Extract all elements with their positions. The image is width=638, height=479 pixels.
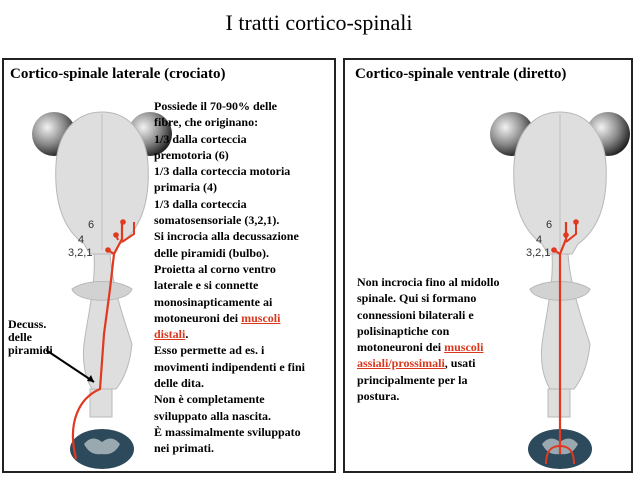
- description-line: 1/3 dalla corteccia motoria: [154, 164, 291, 179]
- lateral-label-motor: 4: [78, 234, 84, 246]
- ventral-premotor-fiber: [565, 222, 577, 243]
- ventral-label-motor: 4: [536, 234, 542, 246]
- description-line: polisinaptiche con: [357, 323, 450, 338]
- lateral-tract-panel: Cortico-spinale laterale (crociato) 6 4 …: [2, 58, 336, 473]
- decussation-arrow: [45, 349, 95, 383]
- lateral-brainstem: [83, 253, 133, 390]
- description-line: spinale. Qui si formano: [357, 291, 477, 306]
- description-line: motoneuroni dei muscoli: [154, 310, 281, 325]
- description-line: Esso permette ad es. i: [154, 343, 265, 358]
- lateral-tract-path: [71, 222, 124, 460]
- lateral-premotor-neuron: [120, 219, 126, 225]
- description-line: È massimalmente sviluppato: [154, 424, 301, 439]
- ventral-tract-heading: Cortico-spinale ventrale (diretto): [355, 66, 567, 82]
- description-line: laterale e si connette: [154, 278, 259, 293]
- ventral-label-premotor: 6: [546, 219, 552, 231]
- description-line: connessioni bilaterali e: [357, 307, 474, 322]
- description-line: assiali/prossimali, usati: [357, 356, 476, 371]
- highlighted-term: assiali/prossimali: [357, 356, 445, 371]
- description-line: Non incrocia fino al midollo: [357, 275, 500, 289]
- lateral-tract-description: Possiede il 70-90% delle fibre, che origi…: [154, 98, 336, 457]
- ventral-premotor-neuron: [573, 219, 579, 225]
- description-line: premotoria (6): [154, 147, 229, 162]
- lateral-label-premotor: 6: [88, 219, 94, 231]
- description-line: sviluppato alla nascita.: [154, 408, 272, 423]
- ventral-tract-panel: Cortico-spinale ventrale (diretto) 6 4 3…: [343, 58, 633, 473]
- description-line: 1/3 dalla corteccia: [154, 196, 247, 211]
- lateral-tract-diagram: 6 4 3,2,1: [32, 111, 172, 469]
- lateral-somatosensory-neuron: [105, 247, 111, 253]
- ventral-bilateral-connections: [545, 444, 575, 465]
- description-line: delle dita.: [154, 376, 204, 391]
- description-line: primaria (4): [154, 180, 217, 195]
- description-line: somatosensoriale (3,2,1).: [154, 213, 280, 228]
- highlighted-term: distali: [154, 327, 186, 342]
- description-line: monosinapticamente ai: [154, 294, 273, 309]
- lateral-motor-neuron: [113, 232, 119, 238]
- decussation-arrowhead: [87, 375, 94, 382]
- description-line: postura.: [357, 389, 400, 404]
- lateral-label-somatosensory: 3,2,1: [68, 247, 92, 259]
- ventral-brainstem: [541, 253, 591, 390]
- lateral-tract-heading: Cortico-spinale laterale (crociato): [10, 66, 226, 82]
- description-line: principalmente per la: [357, 372, 468, 387]
- description-line: delle piramidi (bulbo).: [154, 245, 270, 260]
- highlighted-term: muscoli: [444, 340, 484, 355]
- ventral-tract-description: Non incrocia fino al midollo spinale. Qui…: [357, 274, 539, 404]
- description-line: Si incrocia alla decussazione: [154, 229, 299, 244]
- ventral-somatosensory-neuron: [551, 247, 557, 253]
- description-line: Possiede il 70-90% delle: [154, 99, 277, 113]
- ventral-label-somatosensory: 3,2,1: [526, 247, 550, 259]
- description-line: movimenti indipendenti e fini: [154, 359, 306, 374]
- description-line: nei primati.: [154, 441, 214, 456]
- highlighted-term: muscoli: [241, 310, 281, 325]
- lateral-pons: [71, 281, 133, 301]
- lateral-premotor-fiber: [121, 222, 135, 243]
- ventral-tract-diagram: 6 4 3,2,1: [490, 111, 630, 469]
- description-line: fibre, che originano:: [154, 115, 259, 130]
- lateral-grey-matter: [84, 438, 120, 455]
- description-line: Proietta al corno ventro: [154, 261, 276, 276]
- page-title: I tratti cortico-spinali: [225, 10, 413, 35]
- ventral-motor-neuron: [563, 232, 569, 238]
- description-line: distali.: [154, 327, 189, 342]
- description-line: motoneuroni dei muscoli: [357, 340, 484, 355]
- description-line: Non è completamente: [154, 392, 265, 407]
- decussation-label: Decuss. delle piramidi: [8, 317, 53, 357]
- ventral-tract-path: [558, 222, 568, 454]
- description-line: 1/3 dalla corteccia: [154, 131, 247, 146]
